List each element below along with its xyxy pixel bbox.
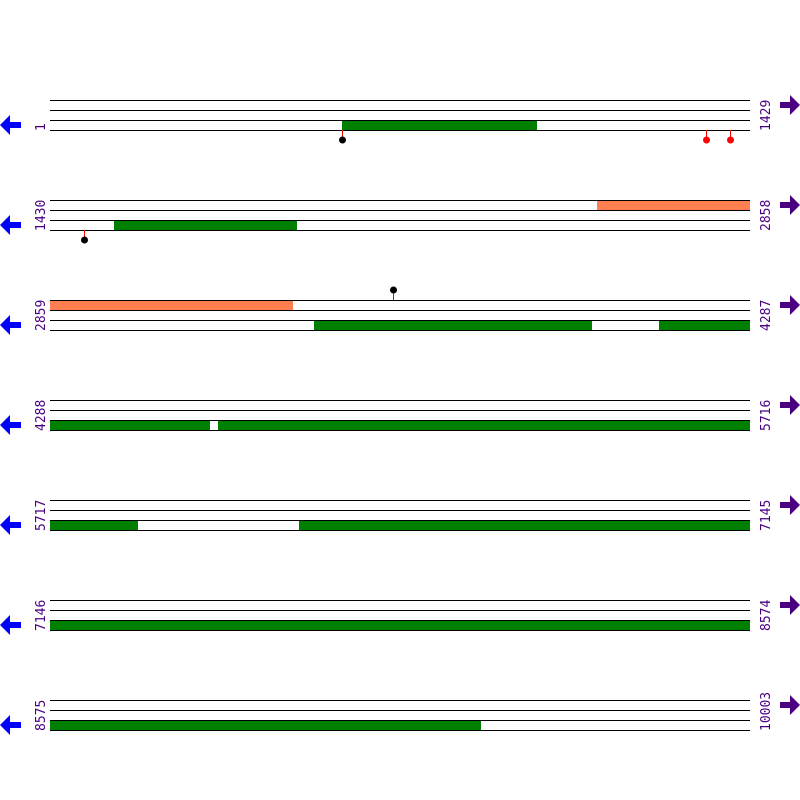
green-feature-bar[interactable] <box>342 120 537 130</box>
orange-feature-bar[interactable] <box>597 200 750 210</box>
green-feature-bar[interactable] <box>50 520 138 530</box>
red-site-marker-icon[interactable] <box>727 136 734 144</box>
sequence-row: 7146 8574 <box>0 595 800 635</box>
row-end-position-label: 10003 <box>759 692 774 731</box>
row-start-position-label: 7146 <box>34 600 49 631</box>
arrow-right-icon[interactable] <box>780 395 800 415</box>
green-feature-bar[interactable] <box>299 520 750 530</box>
arrow-right-icon[interactable] <box>780 195 800 215</box>
black-site-marker-icon[interactable] <box>81 236 88 244</box>
row-start-position-label: 8575 <box>34 700 49 731</box>
row-start-position-label: 5717 <box>34 500 49 531</box>
green-feature-bar[interactable] <box>114 220 297 230</box>
green-feature-bar[interactable] <box>218 420 750 430</box>
row-start-position-label: 1 <box>34 123 49 131</box>
arrow-left-icon[interactable] <box>0 515 21 535</box>
arrow-right-icon[interactable] <box>780 595 800 615</box>
row-end-position-label: 1429 <box>759 100 774 131</box>
arrow-left-icon[interactable] <box>0 415 21 435</box>
arrow-right-icon[interactable] <box>780 495 800 515</box>
black-site-marker-icon[interactable] <box>339 136 346 144</box>
green-feature-bar[interactable] <box>50 620 750 630</box>
row-end-position-label: 7145 <box>759 500 774 531</box>
arrow-left-icon[interactable] <box>0 615 21 635</box>
sequence-row: 1430 2858 <box>0 195 800 244</box>
row-end-position-label: 2858 <box>759 200 774 231</box>
green-feature-bar[interactable] <box>50 720 481 730</box>
sequence-row: 4288 5716 <box>0 395 800 435</box>
sequence-row: 5717 7145 <box>0 495 800 535</box>
arrow-right-icon[interactable] <box>780 695 800 715</box>
row-end-position-label: 8574 <box>759 600 774 631</box>
red-site-marker-icon[interactable] <box>703 136 710 144</box>
row-start-position-label: 2859 <box>34 300 49 331</box>
sequence-row: 1 1429 <box>0 95 800 144</box>
green-feature-bar[interactable] <box>659 320 750 330</box>
arrow-left-icon[interactable] <box>0 215 21 235</box>
sequence-row: 8575 10003 <box>0 692 800 735</box>
row-end-position-label: 5716 <box>759 400 774 431</box>
arrow-left-icon[interactable] <box>0 315 21 335</box>
arrow-right-icon[interactable] <box>780 95 800 115</box>
green-feature-bar[interactable] <box>50 420 210 430</box>
row-start-position-label: 4288 <box>34 400 49 431</box>
black-site-marker-icon[interactable] <box>390 286 397 294</box>
arrow-right-icon[interactable] <box>780 295 800 315</box>
sequence-row: 2859 4287 <box>0 286 800 335</box>
arrow-left-icon[interactable] <box>0 115 21 135</box>
row-end-position-label: 4287 <box>759 300 774 331</box>
green-feature-bar[interactable] <box>314 320 592 330</box>
orange-feature-bar[interactable] <box>50 300 293 310</box>
arrow-left-icon[interactable] <box>0 715 21 735</box>
row-start-position-label: 1430 <box>34 200 49 231</box>
